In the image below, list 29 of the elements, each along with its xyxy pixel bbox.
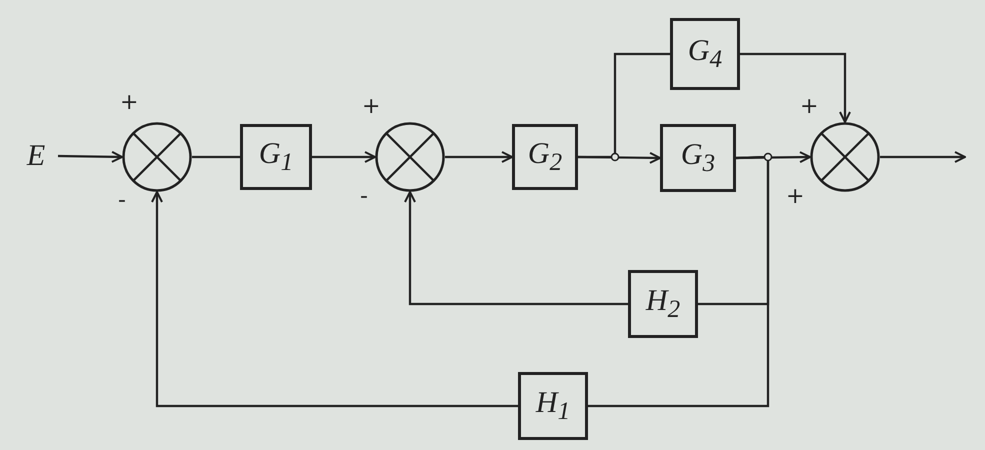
summing-junction [122,122,192,192]
sign-label: + [120,92,138,114]
transfer-block [512,124,578,190]
connector-arrow [880,151,966,163]
transfer-block [518,372,588,440]
connector-arrow [312,151,376,163]
sign-label: + [362,96,380,118]
block-label: G$_{4}$ [688,36,722,72]
transfer-block [660,124,736,192]
block-label: H$_{1}$ [536,388,570,424]
block-label: G$_{3}$ [680,140,716,176]
block-label: E [26,141,46,171]
block-label: G$_{1}$ [258,139,294,175]
connector-arrow [740,52,851,123]
transfer-block [628,270,698,338]
sign-label: - [118,190,126,212]
connector-arrow [404,191,628,306]
block-label: H$_{2}$ [646,286,680,322]
connector-arrow [58,150,123,163]
sign-label: + [800,96,818,118]
sign-label: - [360,186,368,208]
block-label: G$_{2}$ [528,139,562,175]
connector-arrow [445,151,513,163]
transfer-block [240,124,312,190]
sign-label: + [786,186,804,208]
summing-junction [810,122,880,192]
connector-arrow [151,191,518,408]
summing-junction [375,122,445,192]
transfer-block [670,18,740,90]
